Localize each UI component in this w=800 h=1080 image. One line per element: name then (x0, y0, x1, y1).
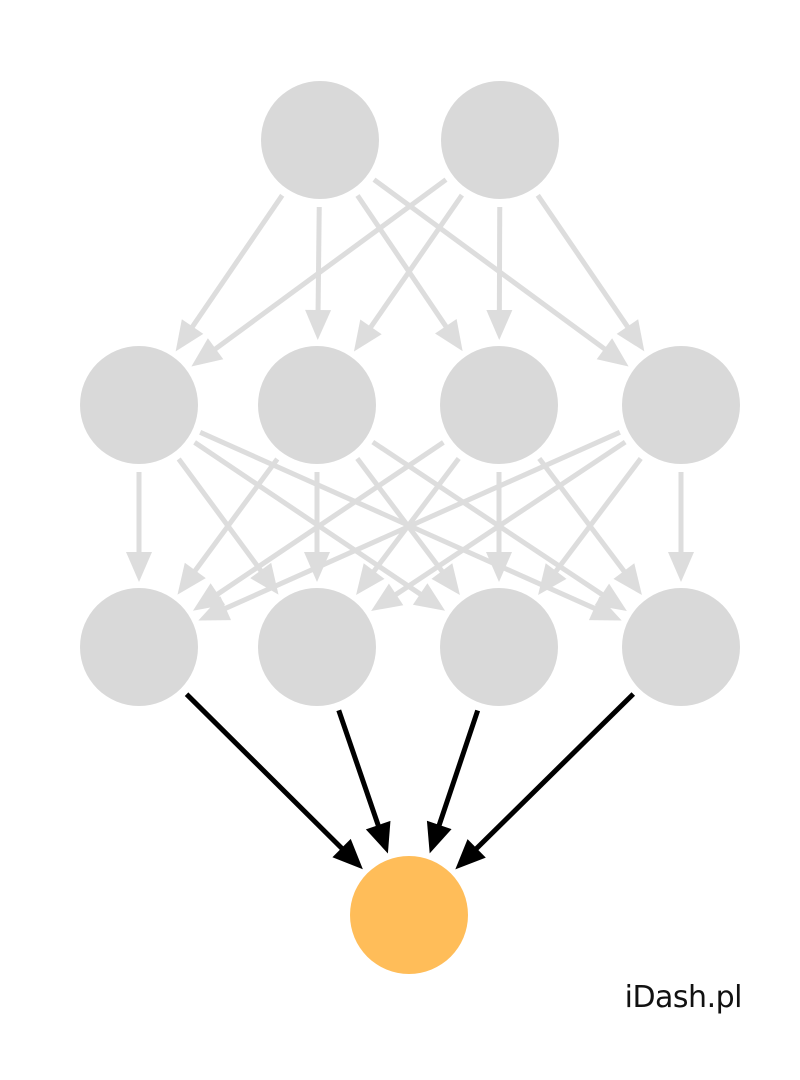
edge-input-1-to-hidden-1-4-line (372, 177, 608, 352)
edge-hidden-2-1-to-output-1 (184, 692, 363, 870)
arrowhead-icon (596, 338, 629, 367)
edge-hidden-1-2-to-hidden-2-4 (371, 440, 627, 612)
arrowhead-icon (616, 319, 645, 352)
node-hidden-2-2 (258, 588, 376, 706)
edge-hidden-2-3-to-output-1-line (436, 709, 481, 828)
edge-input-2-to-hidden-1-2-line (367, 193, 464, 330)
arrowhead-icon (613, 563, 642, 596)
arrowhead-icon (431, 563, 460, 596)
output-connections (184, 692, 636, 870)
network-nodes (80, 81, 740, 974)
edge-hidden-1-4-to-hidden-2-1 (198, 430, 621, 621)
edge-hidden-2-4-to-output-1-line (473, 692, 636, 852)
edge-input-2-to-hidden-1-1-line (212, 177, 448, 352)
arrowhead-icon (486, 552, 512, 582)
edge-hidden-1-4-to-hidden-2-2 (371, 440, 627, 612)
edge-hidden-1-1-to-hidden-2-3-line (193, 440, 424, 598)
edge-input-1-to-hidden-1-1 (175, 193, 285, 352)
arrowhead-icon (175, 319, 204, 352)
edge-hidden-1-4-to-hidden-2-3-line (552, 457, 643, 575)
edge-input-2-to-hidden-1-2 (353, 193, 464, 352)
arrowhead-icon (353, 319, 382, 352)
edge-hidden-1-2-to-hidden-2-3-line (355, 457, 446, 575)
arrowhead-icon (191, 338, 224, 367)
edge-hidden-1-2-to-hidden-2-4-line (371, 440, 605, 598)
edge-hidden-1-1-to-hidden-2-2-line (176, 457, 264, 574)
arrowhead-icon (668, 552, 694, 582)
edge-input-1-to-hidden-1-2-line (315, 206, 322, 313)
node-input-2 (441, 81, 559, 199)
edge-hidden-1-3-to-hidden-2-2-line (370, 457, 461, 575)
edge-hidden-1-4-to-hidden-2-3 (538, 457, 643, 596)
arrowhead-icon (356, 563, 385, 596)
edge-hidden-1-4-to-hidden-2-4 (668, 472, 694, 582)
edge-hidden-1-2-to-hidden-2-1 (177, 457, 280, 595)
edge-input-2-to-hidden-1-4 (535, 193, 645, 352)
edge-input-1-to-hidden-1-3-line (355, 194, 450, 330)
node-hidden-2-1 (80, 588, 198, 706)
edge-input-1-to-hidden-1-4 (372, 177, 629, 367)
node-hidden-1-2 (258, 346, 376, 464)
arrowhead-icon (594, 583, 627, 612)
edge-hidden-2-1-to-output-1-line (184, 692, 345, 852)
node-input-1 (261, 81, 379, 199)
node-hidden-1-4 (622, 346, 740, 464)
arrowhead-icon (365, 820, 391, 854)
edge-hidden-1-2-to-hidden-2-3 (355, 457, 460, 596)
edge-input-1-to-hidden-1-3 (355, 194, 463, 352)
watermark: iDash.pl (624, 980, 743, 1015)
node-hidden-1-1 (80, 346, 198, 464)
node-hidden-1-3 (440, 346, 558, 464)
edge-hidden-1-4-to-hidden-2-1-line (222, 430, 621, 612)
arrowhead-icon (486, 309, 513, 341)
arrowhead-icon (455, 839, 486, 870)
arrowhead-icon (412, 583, 446, 611)
arrowhead-icon (538, 563, 567, 596)
edge-input-2-to-hidden-1-3 (486, 206, 513, 341)
edge-input-1-to-hidden-1-1-line (189, 193, 285, 330)
edge-input-1-to-hidden-1-2 (305, 206, 332, 341)
arrowhead-icon (371, 583, 404, 612)
edge-hidden-1-1-to-hidden-2-3 (193, 440, 446, 611)
edge-hidden-1-4-to-hidden-2-2-line (393, 440, 627, 598)
edge-hidden-2-2-to-output-1-line (336, 709, 382, 828)
edge-input-2-to-hidden-1-4-line (535, 193, 631, 330)
edge-hidden-1-2-to-hidden-2-1-line (192, 457, 280, 574)
hidden-connections (126, 177, 694, 621)
edge-hidden-1-1-to-hidden-2-1 (126, 472, 152, 582)
edge-hidden-2-2-to-output-1 (336, 709, 391, 854)
arrowhead-icon (426, 820, 452, 854)
edge-hidden-1-3-to-hidden-2-4-line (537, 457, 628, 575)
node-hidden-2-4 (622, 588, 740, 706)
edge-hidden-1-1-to-hidden-2-4-line (199, 430, 598, 612)
arrowhead-icon (332, 838, 363, 870)
arrowhead-icon (177, 562, 206, 595)
edge-hidden-2-3-to-output-1 (426, 709, 481, 854)
arrowhead-icon (435, 318, 463, 352)
edge-hidden-2-4-to-output-1 (455, 692, 636, 870)
arrowhead-icon (305, 309, 332, 341)
edge-hidden-1-3-to-hidden-2-2 (356, 457, 461, 596)
arrowhead-icon (126, 552, 152, 582)
node-hidden-2-3 (440, 588, 558, 706)
edge-hidden-1-3-to-hidden-2-4 (537, 457, 642, 596)
node-output-1 (350, 856, 468, 974)
edge-hidden-1-3-to-hidden-2-1-line (214, 440, 445, 598)
arrowhead-icon (198, 596, 232, 621)
edge-input-2-to-hidden-1-1 (191, 177, 448, 367)
